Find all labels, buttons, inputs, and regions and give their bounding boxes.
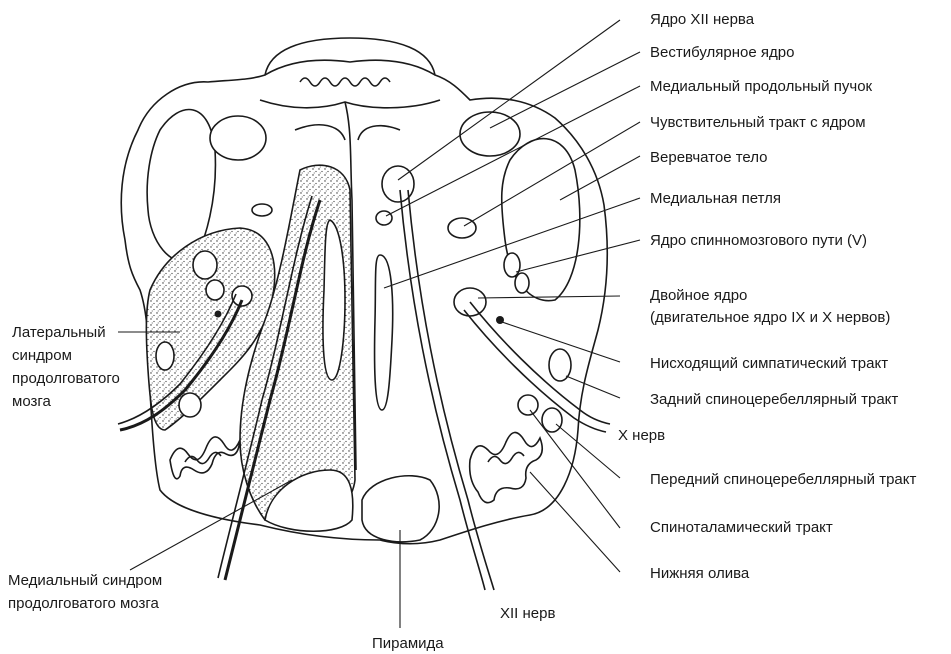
leader-anterior-spinocerebellar xyxy=(556,424,620,478)
label-posterior-spinocerebellar: Задний спиноцеребеллярный тракт xyxy=(650,391,898,408)
right-spinothalamic xyxy=(518,395,538,415)
right-anterior-spinocerebellar xyxy=(542,408,562,432)
right-mlf xyxy=(376,211,392,225)
left-spinothalamic-nucleus xyxy=(252,204,272,216)
label-lateral-syndrome-3: продолговатого xyxy=(12,370,120,387)
right-inferior-olive xyxy=(470,432,543,502)
fourth-ventricle xyxy=(265,60,435,75)
lateral-zone-nucleus-4 xyxy=(156,342,174,370)
label-lateral-syndrome-4: мозга xyxy=(12,393,52,410)
label-vagus-nerve: X нерв xyxy=(618,427,665,444)
leader-inferior-olive xyxy=(530,472,620,572)
midline-right xyxy=(358,126,400,140)
left-vestibular-nucleus xyxy=(210,116,266,160)
midline-left xyxy=(295,125,345,140)
label-sensory-tract: Чувствительный тракт с ядром xyxy=(650,114,866,131)
ventricle-floor-contour xyxy=(260,100,440,108)
label-spinothalamic: Спиноталамический тракт xyxy=(650,519,833,536)
label-restiform-body: Веревчатое тело xyxy=(650,149,768,166)
lateral-zone-nucleus-2 xyxy=(206,280,224,300)
label-nucleus-ambiguus-1: Двойное ядро xyxy=(650,287,747,304)
ventricle-wavy-floor xyxy=(300,78,390,86)
left-inferior-olive xyxy=(170,437,240,479)
label-pyramid: Пирамида xyxy=(372,635,444,652)
leader-posterior-spinocerebellar xyxy=(566,376,620,398)
leader-medial-syndrome xyxy=(130,480,292,570)
lateral-zone-nucleus-5 xyxy=(179,393,201,417)
label-vestibular-nucleus: Вестибулярное ядро xyxy=(650,44,794,61)
lateral-zone-dot xyxy=(215,311,222,318)
label-sympathetic-tract: Нисходящий симпатический тракт xyxy=(650,355,888,372)
label-hypoglossal-nucleus: Ядро XII нерва xyxy=(650,11,755,28)
label-lateral-syndrome-1: Латеральный xyxy=(12,324,106,341)
right-pyramid xyxy=(362,476,439,542)
label-medial-syndrome-1: Медиальный синдром xyxy=(8,572,162,589)
label-medial-syndrome-2: продолговатого мозга xyxy=(8,595,159,612)
label-mlf: Медиальный продольный пучок xyxy=(650,78,873,95)
right-medial-lemniscus xyxy=(375,255,393,410)
right-spinal-trigeminal-2 xyxy=(515,273,529,293)
leader-vestibular-nucleus xyxy=(490,52,640,128)
right-spinal-trigeminal-1 xyxy=(504,253,520,277)
label-nucleus-ambiguus-2: (двигательное ядро IX и X нервов) xyxy=(650,309,890,326)
label-lateral-syndrome-2: синдром xyxy=(12,347,72,364)
label-hypoglossal-nerve: XII нерв xyxy=(500,605,555,622)
label-anterior-spinocerebellar: Передний спиноцеребеллярный тракт xyxy=(650,471,916,488)
label-medial-lemniscus: Медиальная петля xyxy=(650,190,781,207)
label-spinal-trigeminal: Ядро спинномозгового пути (V) xyxy=(650,232,867,249)
right-vestibular-nucleus xyxy=(460,112,520,156)
label-inferior-olive: Нижняя олива xyxy=(650,565,750,582)
lateral-zone-nucleus-1 xyxy=(193,251,217,279)
